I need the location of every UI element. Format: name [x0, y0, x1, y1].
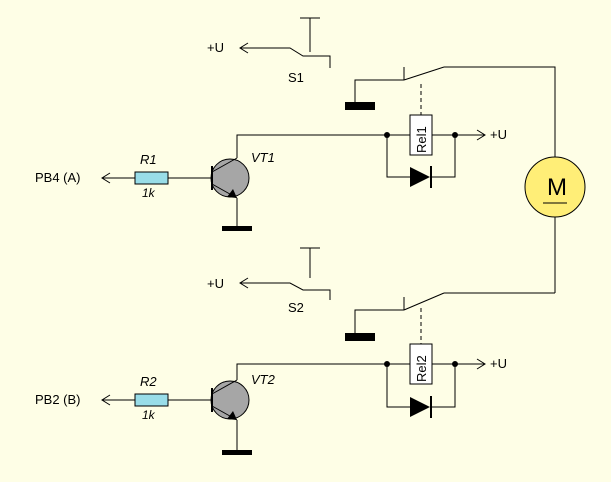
supply-label: +U	[490, 356, 507, 371]
supply-label: +U	[207, 40, 224, 55]
supply-arrow-icon	[239, 277, 249, 289]
switch-s2	[240, 247, 331, 300]
input-label-pb2: PB2 (B)	[35, 392, 81, 407]
ground-symbol	[222, 226, 252, 231]
resistor-r2-name: R2	[140, 374, 157, 389]
diode-icon	[410, 166, 432, 188]
ground-symbol	[222, 450, 252, 455]
resistor-r2-value: 1k	[142, 408, 156, 422]
resistor-r1	[134, 171, 169, 185]
resistor-r2	[134, 393, 169, 407]
input-arrow-icon	[101, 394, 135, 406]
supply-label: +U	[207, 276, 224, 291]
relay-rel2-label: Rel2	[414, 355, 429, 382]
input-label-pb4: PB4 (A)	[35, 170, 81, 185]
motor-symbol: M	[547, 174, 567, 201]
relay-rel1-label: Rel1	[414, 126, 429, 153]
transistor-vt2	[210, 379, 250, 421]
switch-s1	[240, 17, 331, 68]
ground-symbol	[345, 333, 375, 341]
resistor-r1-name: R1	[140, 152, 157, 167]
transistor-vt1-label: VT1	[251, 150, 275, 165]
supply-arrow-icon	[455, 129, 486, 141]
switch-s2-label: S2	[288, 300, 304, 315]
diode-icon	[410, 396, 432, 418]
supply-label: +U	[490, 127, 507, 142]
resistor-r1-value: 1k	[142, 186, 156, 200]
switch-s1-label: S1	[288, 70, 304, 85]
supply-arrow-icon	[239, 42, 249, 54]
motor: M	[524, 156, 586, 218]
channel-a: PB4 (A) R1 1k VT1 Rel1	[35, 17, 556, 231]
channel-b: PB2 (B) R2 1k VT2 Rel2 +U	[35, 247, 555, 455]
input-arrow-icon	[101, 172, 135, 184]
transistor-vt2-label: VT2	[251, 372, 276, 387]
transistor-vt1	[210, 157, 250, 199]
supply-arrow-icon	[455, 358, 486, 370]
ground-symbol	[345, 102, 375, 110]
